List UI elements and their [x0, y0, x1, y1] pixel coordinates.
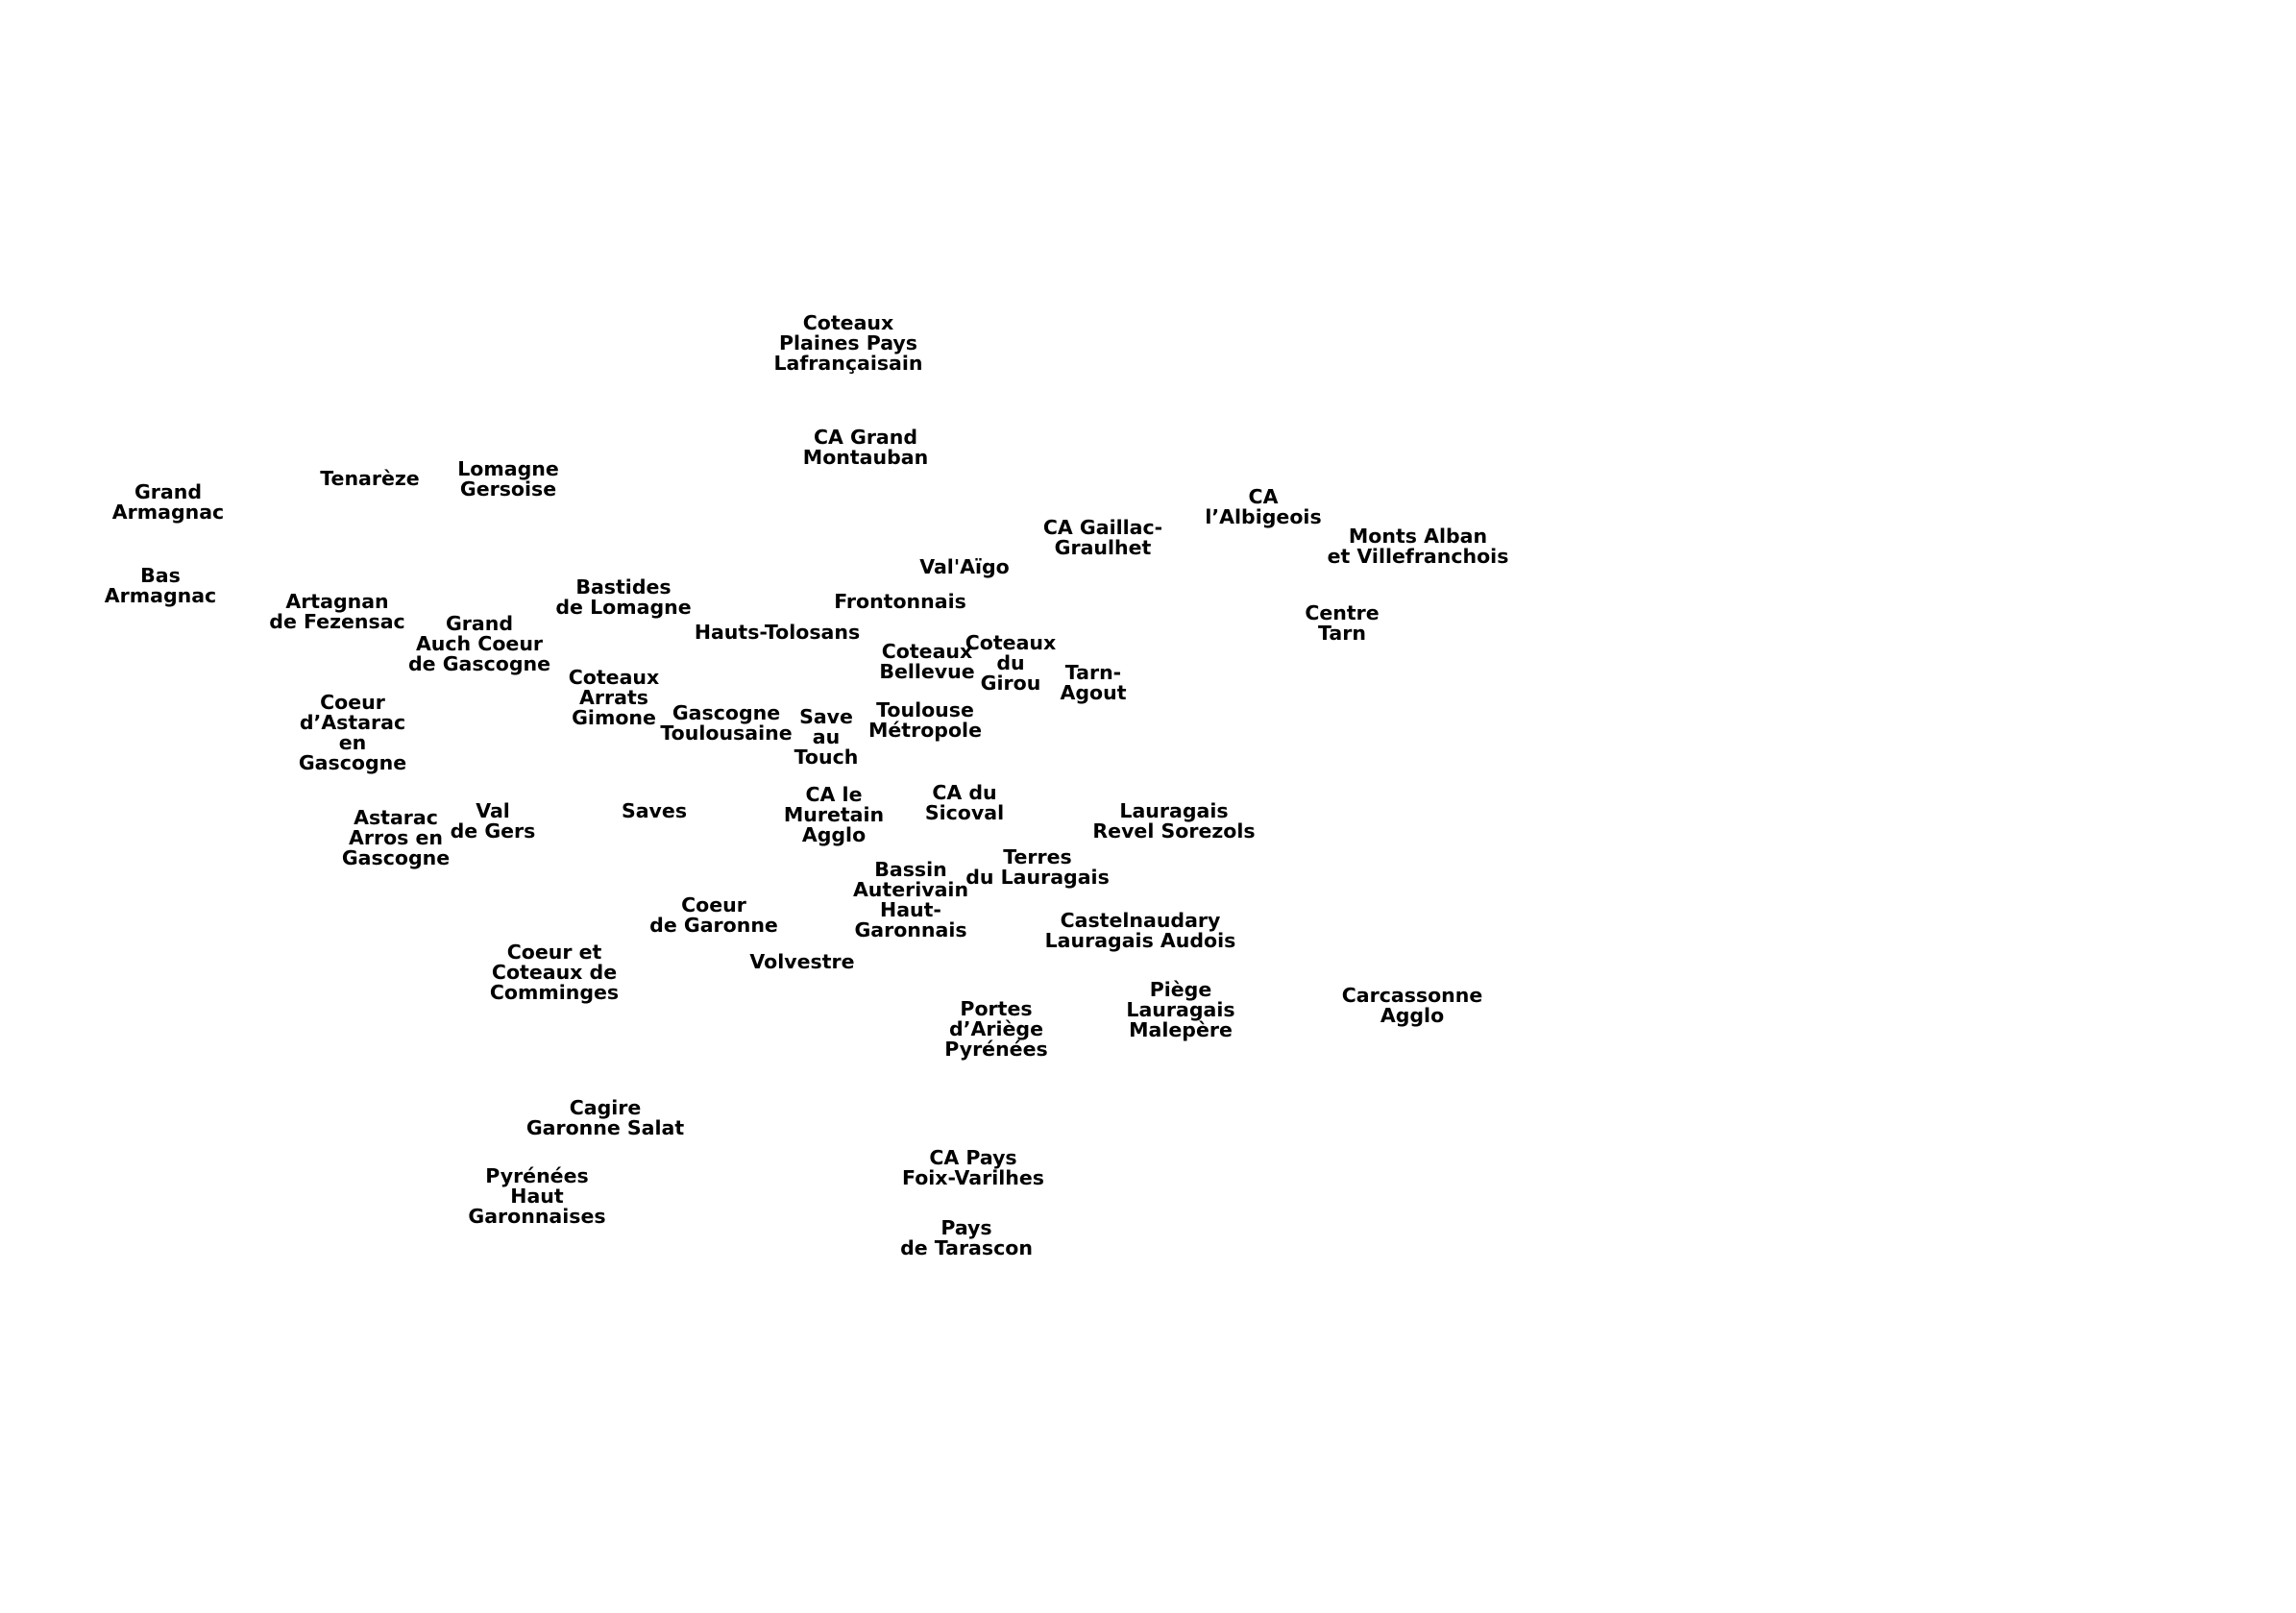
territory-label: Coteaux Plaines Pays Lafrançaisain: [773, 311, 923, 375]
territory-label: Terres du Lauragais: [965, 845, 1110, 889]
territory-label: Pays de Tarascon: [900, 1216, 1033, 1259]
territory-label: Coeur de Garonne: [649, 893, 778, 937]
territory-label: Carcassonne Agglo: [1341, 984, 1483, 1027]
territory-label: CA Grand Montauban: [802, 426, 929, 469]
territory-label: CA Gaillac- Graulhet: [1042, 516, 1163, 559]
territory-label: Cagire Garonne Salat: [525, 1096, 685, 1139]
territory-label: Val de Gers: [450, 799, 536, 843]
territory-label: Artagnan de Fezensac: [269, 590, 405, 633]
territory-label: Grand Armagnac: [111, 480, 225, 524]
territory-label: Saves: [621, 799, 688, 822]
territory-label: Bastides de Lomagne: [555, 575, 692, 619]
territory-label: CA le Muretain Agglo: [783, 783, 885, 846]
territory-label: Coteaux du Girou: [965, 631, 1057, 695]
territory-label: Gascogne Toulousaine: [660, 701, 793, 745]
territory-label: Volvestre: [749, 950, 855, 973]
territory-label: Lomagne Gersoise: [457, 457, 559, 501]
territory-label: Piège Lauragais Malepère: [1126, 978, 1235, 1041]
territory-label: Coeur et Coteaux de Comminges: [489, 941, 620, 1004]
territory-label: Bassin Auterivain Haut- Garonnais: [852, 858, 969, 941]
territory-label: Monts Alban et Villefranchois: [1327, 525, 1509, 568]
territory-label: Centre Tarn: [1305, 601, 1380, 645]
territory-label: Tenarèze: [320, 467, 420, 490]
territory-label: CA du Sicoval: [924, 781, 1005, 824]
territory-label: Bas Armagnac: [104, 564, 217, 607]
territory-label: Toulouse Métropole: [868, 698, 982, 742]
territory-label: Astarac Arros en Gascogne: [341, 806, 451, 869]
territory-label: Coteaux Bellevue: [879, 640, 975, 683]
territory-label: Tarn- Agout: [1060, 661, 1127, 704]
territory-label: Grand Auch Coeur de Gascogne: [408, 612, 550, 675]
territory-label: Frontonnais: [834, 590, 966, 613]
territory-label: Hauts-Tolosans: [694, 621, 861, 644]
territory-label: Castelnaudary Lauragais Audois: [1044, 909, 1236, 952]
territory-label: CA Pays Foix-Varilhes: [902, 1146, 1044, 1189]
territory-label: Lauragais Revel Sorezols: [1092, 799, 1256, 843]
territory-label: Save au Touch: [794, 705, 859, 769]
territory-label: Pyrénées Haut Garonnaises: [468, 1164, 606, 1228]
territory-label: Coeur d’Astarac en Gascogne: [298, 691, 407, 774]
territory-label: Val'Aïgo: [919, 555, 1010, 578]
territory-label: CA l’Albigeois: [1205, 485, 1322, 528]
territory-label: Portes d’Ariège Pyrénées: [944, 997, 1048, 1061]
territory-label: Coteaux Arrats Gimone: [568, 666, 660, 729]
